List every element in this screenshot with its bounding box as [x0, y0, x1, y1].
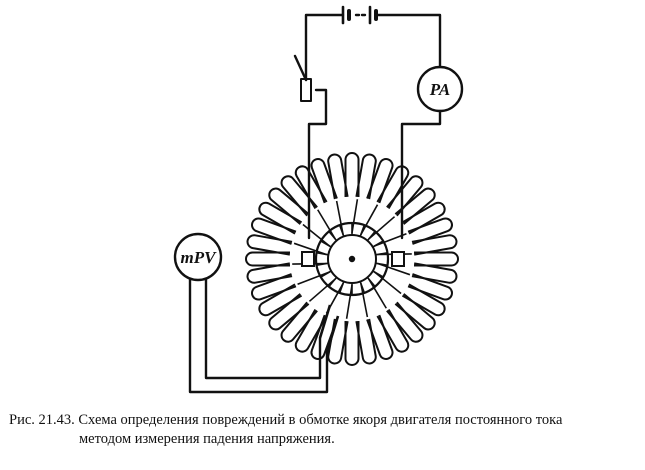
winding-coil	[280, 301, 318, 343]
coil-lead	[374, 271, 402, 295]
winding-coil	[246, 234, 293, 256]
winding-coil	[344, 152, 360, 197]
winding-coil	[327, 318, 349, 365]
winding-coil	[294, 308, 328, 353]
winding-coil	[294, 165, 328, 210]
coil-lead	[345, 284, 353, 319]
commutator-segment	[366, 230, 376, 242]
caption-line-1: Рис. 21.43. Схема определения повреждени…	[9, 412, 563, 428]
winding-coil	[376, 308, 410, 353]
winding-coil	[411, 234, 458, 256]
winding-coil	[355, 318, 377, 365]
coil-lead	[374, 233, 407, 247]
armature-winding	[245, 152, 459, 366]
millivoltmeter-label: mPV	[181, 248, 218, 267]
commutator-segment	[320, 240, 332, 248]
winding-coil	[245, 251, 290, 267]
coil-lead	[360, 204, 379, 235]
commutator-segment	[359, 224, 366, 237]
commutator-segment	[328, 230, 338, 242]
coil-lead	[360, 283, 369, 318]
winding-coil	[355, 153, 377, 200]
millivoltmeter-lead-left	[188, 278, 329, 394]
supply-wire-top-right	[376, 13, 442, 69]
brush-left	[301, 251, 315, 267]
winding-coil	[310, 314, 338, 360]
commutator-segment	[359, 281, 366, 294]
winding-coil	[268, 187, 310, 225]
coil-lead	[297, 271, 330, 285]
winding-coil	[411, 262, 458, 284]
brushes	[301, 251, 405, 267]
winding-coil	[246, 262, 293, 284]
coil-lead	[308, 278, 336, 302]
coil-lead	[293, 242, 327, 256]
winding-coil	[280, 175, 318, 217]
caption-line-2: методом измерения падения напряжения.	[79, 431, 335, 447]
ammeter-return-wire	[400, 109, 442, 240]
millivoltmeter-circle	[173, 232, 223, 282]
battery-symbol	[341, 5, 378, 25]
brush-right	[391, 251, 405, 267]
winding-coil	[258, 283, 303, 317]
coil-lead	[317, 209, 336, 240]
winding-coil	[407, 217, 453, 245]
switch-lever	[293, 54, 308, 82]
winding-coil	[394, 187, 436, 225]
shaft-center	[348, 255, 356, 263]
winding-coil	[401, 201, 446, 235]
probe-tips	[318, 304, 340, 353]
winding-coil	[401, 283, 446, 317]
coil-lead	[335, 200, 344, 235]
coil-lead	[302, 223, 330, 247]
commutator-segment	[316, 251, 329, 256]
rheostat-slider-wire	[307, 88, 328, 240]
ammeter-label: PA	[429, 80, 450, 99]
winding-coil	[366, 158, 394, 204]
winding-coil	[258, 201, 303, 235]
winding-coil	[251, 273, 297, 301]
winding-coil	[268, 293, 310, 331]
rheostat-resistor	[300, 78, 312, 102]
commutator-segment	[366, 276, 376, 288]
winding-coil	[394, 293, 436, 331]
coil-lead	[368, 278, 387, 309]
winding-coil	[386, 301, 424, 343]
commutator-segment	[328, 276, 338, 288]
winding-coil	[376, 165, 410, 210]
commutator-segment	[372, 270, 384, 278]
commutator-segment	[316, 262, 329, 267]
winding-coil	[251, 217, 297, 245]
figure-caption: Рис. 21.43. Схема определения повреждени…	[9, 411, 639, 449]
coil-lead	[368, 216, 396, 240]
winding-coil	[386, 175, 424, 217]
commutator-segment	[320, 270, 332, 278]
coil-lead	[351, 199, 359, 234]
winding-coil	[344, 321, 360, 366]
winding-coil	[310, 158, 338, 204]
armature-test-circuit-diagram: PA mPV	[173, 5, 464, 394]
supply-wire-top-left	[304, 13, 345, 82]
commutator-segment	[338, 281, 345, 294]
commutator-segment	[372, 240, 384, 248]
winding-coil	[366, 314, 394, 360]
commutator-segment	[375, 251, 388, 256]
winding-coil	[407, 273, 453, 301]
commutator-segment	[375, 262, 388, 267]
coil-lead	[377, 262, 411, 276]
winding-coil	[327, 153, 349, 200]
commutator-segment	[338, 224, 345, 237]
winding-coil	[414, 251, 459, 267]
